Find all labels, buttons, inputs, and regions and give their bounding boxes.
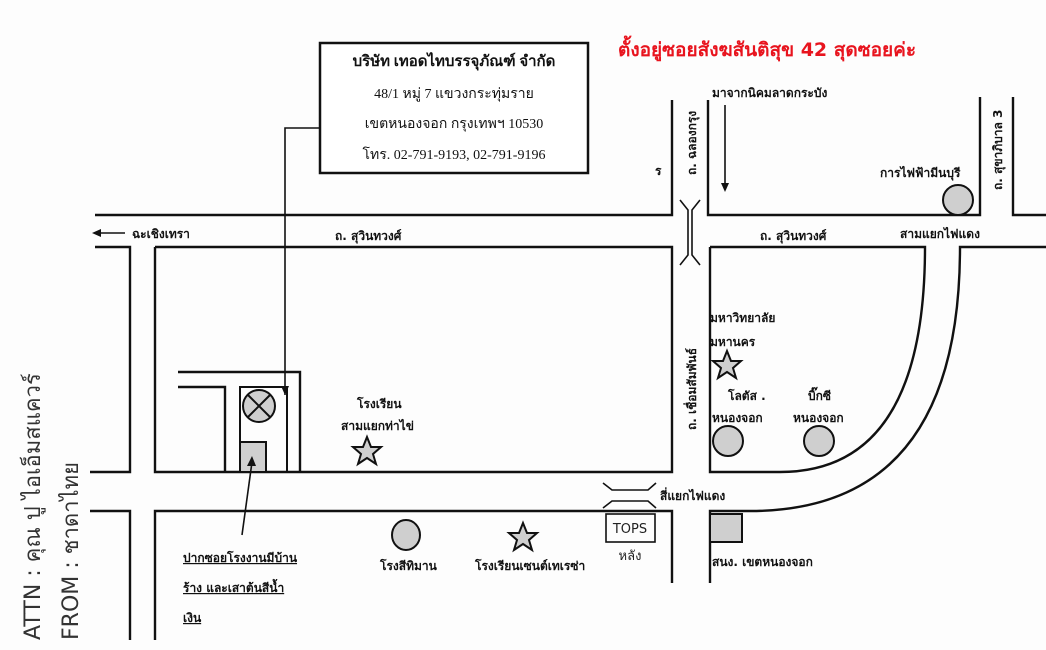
label-university: มหานคร (710, 335, 756, 349)
arrow-head-icon (247, 456, 256, 466)
label-school: โรงเรียน (356, 396, 402, 411)
label-university: มหาวิทยาลัย (710, 311, 775, 325)
location-notice: ตั้งอยู่ซอยสังฆสันติสุข 42 สุดซอยค่ะ (618, 35, 916, 62)
soi-entrance-marker (239, 441, 267, 473)
label-tops-note: หลัง (619, 549, 642, 564)
lotus-marker-icon (712, 425, 744, 457)
bigc-marker-icon (803, 425, 835, 457)
company-address-1: 48/1 หมู่ 7 แขวงกระทุ่มราย (374, 87, 534, 102)
road-label-chachoengsao: ฉะเชิงเทรา (132, 227, 190, 241)
factory-soi (178, 127, 320, 536)
arrow-left-icon (92, 229, 125, 237)
soi-note: ร้าง และเสาต้นสีน้ำ (183, 578, 284, 595)
label-bigc: หนองจอก (793, 411, 844, 425)
label-bigc: บิ๊กซี (808, 386, 831, 403)
pea-marker-icon (942, 184, 974, 216)
road-label-chueamsamphan: ถ. เชื่อมสัมพันธ์ (683, 348, 699, 430)
district-office-marker-icon (709, 513, 743, 543)
road-mark: ร (655, 164, 662, 178)
label-t-junction: สามแยกไฟแดง (900, 226, 980, 241)
road-label-sukhaphiban3: ถ. สุขาภิบาล 3 (991, 110, 1006, 190)
soi-note: ปากซอยโรงงานมีบ้าน (183, 550, 298, 565)
label-district-office: สนง. เขตหนองจอก (712, 555, 813, 569)
label-lotus: หนองจอก (712, 411, 763, 425)
arrow-head-icon (281, 386, 289, 395)
label-rice-mill: โรงสีทิมาน (379, 558, 438, 573)
rice-mill-marker-icon (391, 519, 421, 551)
road-label-suwinthawong: ถ. สุวินทวงศ์ (760, 229, 827, 244)
label-pea-minburi: การไฟฟ้ามีนบุรี (880, 165, 961, 181)
factory-location-icon (242, 389, 276, 423)
road-network (90, 97, 1046, 640)
label-st-theresa: โรงเรียนเซนต์เทเรซ่า (474, 558, 585, 573)
company-address-box: บริษัท เทอดไทบรรจุภัณฑ์ จำกัด 48/1 หมู่ … (318, 41, 590, 175)
star-icon (350, 434, 384, 467)
arrow-down-icon (721, 105, 729, 192)
handwritten-from: FROM : ชาดาไทย (58, 462, 84, 640)
company-address-2: เขตหนองจอก กรุงเทพฯ 10530 (365, 117, 544, 132)
label-school: สามแยกท่าไข่ (341, 418, 414, 433)
soi-note: เงิน (183, 611, 202, 625)
road-label-chalongkrung: ถ. ฉลองกรุง (685, 111, 700, 175)
company-phone: โทร. 02-791-9193, 02-791-9196 (363, 146, 546, 163)
label-tops: TOPS (612, 522, 647, 537)
label-crossroads: สี่แยกไฟแดง (660, 487, 725, 503)
star-icon (506, 520, 540, 553)
company-name: บริษัท เทอดไทบรรจุภัณฑ์ จำกัด (353, 51, 556, 71)
tops-box (605, 513, 656, 543)
star-icon (710, 348, 744, 381)
label-lotus: โลตัส . (727, 388, 766, 403)
label-from-ladkrabang: มาจากนิคมลาดกระบัง (712, 86, 827, 100)
handwritten-attn: ATTN : คุณ ปู ไอเอ็มสแควร์ (18, 373, 46, 640)
road-label-suwinthawong: ถ. สุวินทวงศ์ (335, 229, 402, 244)
